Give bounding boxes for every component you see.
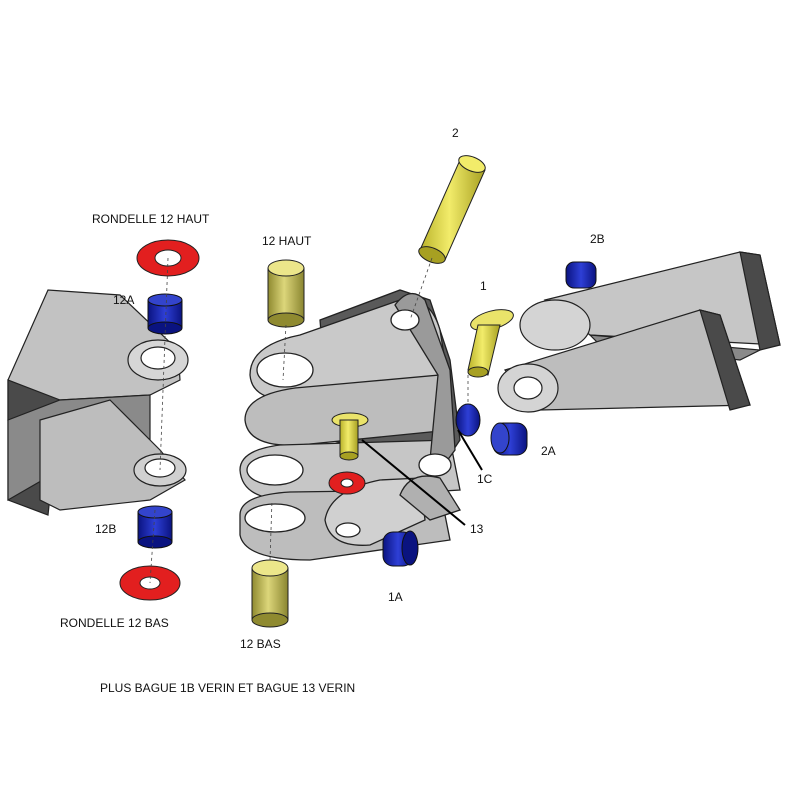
bushing-12b: [137, 505, 173, 549]
footer-note: PLUS BAGUE 1B VERIN ET BAGUE 13 VERIN: [100, 681, 356, 695]
label-2a: 2A: [541, 444, 556, 458]
label-2: 2: [452, 126, 459, 140]
label-12-bas: 12 BAS: [240, 637, 281, 651]
left-bracket: [7, 289, 189, 516]
bushing-1c: [455, 403, 481, 437]
right-arm: [497, 251, 781, 413]
label-rondelle-12-haut: RONDELLE 12 HAUT: [92, 212, 210, 226]
pin-2: [418, 155, 486, 264]
pin-12-bas: [251, 559, 289, 628]
bushing-2b: [565, 261, 597, 289]
label-12a: 12A: [113, 293, 135, 307]
bushing-12a: [147, 293, 183, 335]
axis-lines: [149, 257, 469, 584]
bushing-2a: [490, 422, 528, 456]
pin-13: [331, 412, 369, 461]
bushing-1a: [382, 530, 419, 567]
pin-1: [467, 309, 514, 378]
label-2b: 2B: [590, 232, 605, 246]
center-red-washer: [328, 471, 366, 495]
leader-lines: [361, 429, 483, 526]
label-1: 1: [480, 279, 487, 293]
label-12b: 12B: [95, 522, 117, 536]
label-1a: 1A: [388, 590, 403, 604]
label-12-haut: 12 HAUT: [262, 234, 312, 248]
central-plate-assembly: [239, 289, 461, 561]
label-13: 13: [470, 522, 484, 536]
label-rondelle-12-bas: RONDELLE 12 BAS: [60, 616, 169, 630]
label-1c: 1C: [477, 472, 493, 486]
pin-12-haut: [267, 259, 305, 328]
